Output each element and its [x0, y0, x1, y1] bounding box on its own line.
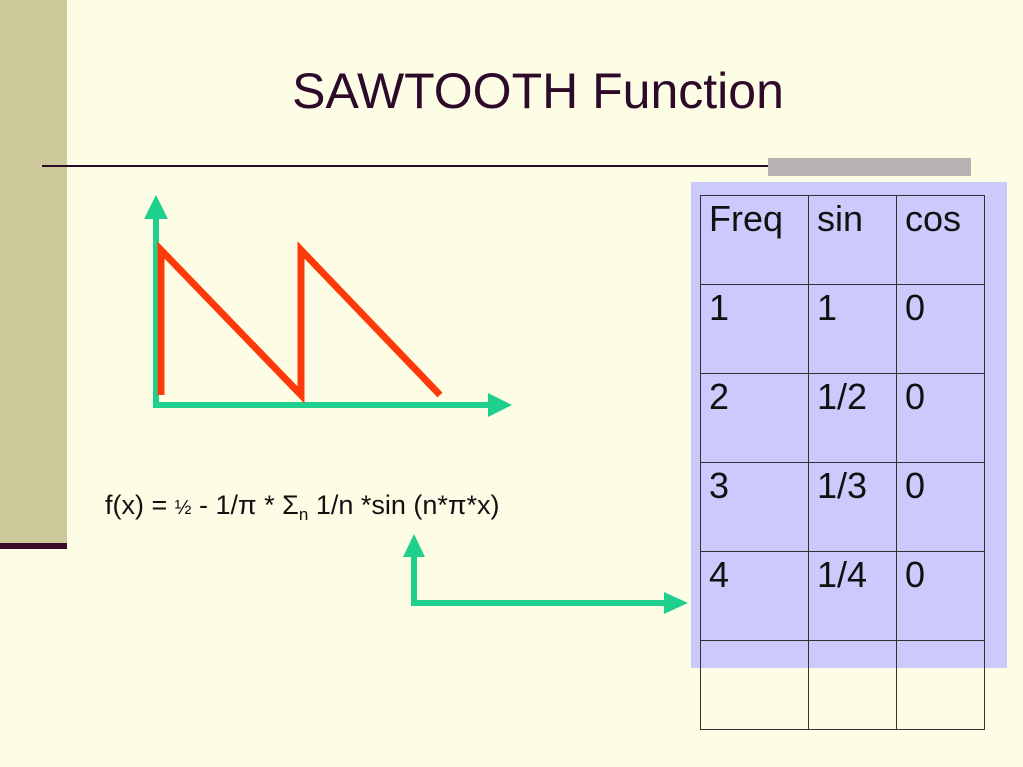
cell-sin: 1/3	[808, 462, 897, 552]
coefficient-table-panel: Freq sin cos 1 1 0 2 1/2 0 3 1/3 0 4 1/4…	[691, 182, 1007, 730]
table-row	[700, 640, 985, 730]
table-row: 3 1/3 0	[700, 462, 985, 552]
cell-cos: 0	[896, 551, 985, 641]
cell-cos: 0	[896, 373, 985, 463]
formula-half: ½	[174, 497, 192, 519]
fourier-formula: f(x) = ½ - 1/π * Σn 1/n *sin (n*π*x)	[105, 490, 500, 525]
y-axis-arrowhead	[144, 195, 168, 219]
header-freq: Freq	[700, 195, 809, 285]
cell-cos	[896, 640, 985, 730]
header-sin: sin	[808, 195, 897, 285]
left-decor-bar	[0, 0, 67, 543]
formula-term: 1/n *sin (n*π*x)	[315, 490, 500, 520]
cell-sin: 1/4	[808, 551, 897, 641]
table-row: 1 1 0	[700, 284, 985, 374]
cell-cos: 0	[896, 284, 985, 374]
formula-sum-index: n	[298, 505, 309, 524]
sawtooth-wave	[157, 241, 443, 404]
table-row: 4 1/4 0	[700, 551, 985, 641]
cell-freq: 3	[700, 462, 809, 552]
cell-freq	[700, 640, 809, 730]
cell-freq: 1	[700, 284, 809, 374]
cell-sin	[808, 640, 897, 730]
coefficient-table: Freq sin cos 1 1 0 2 1/2 0 3 1/3 0 4 1/4…	[700, 195, 985, 730]
formula-lhs: f(x) =	[105, 490, 168, 520]
cell-freq: 2	[700, 373, 809, 463]
cell-cos: 0	[896, 462, 985, 552]
table-header-row: Freq sin cos	[700, 195, 985, 285]
title-divider-accent	[768, 158, 971, 176]
x-axis-arrowhead	[488, 393, 512, 417]
title-divider	[42, 165, 970, 167]
cell-freq: 4	[700, 551, 809, 641]
left-decor-underline	[0, 543, 67, 549]
cell-sin: 1/2	[808, 373, 897, 463]
table-row: 2 1/2 0	[700, 373, 985, 463]
header-cos: cos	[896, 195, 985, 285]
connector-right-arrowhead	[664, 592, 688, 614]
connector-up-arrowhead	[403, 534, 425, 557]
formula-sum: - 1/π * Σ	[198, 490, 299, 520]
slide-title: SAWTOOTH Function	[292, 63, 784, 119]
cell-sin: 1	[808, 284, 897, 374]
